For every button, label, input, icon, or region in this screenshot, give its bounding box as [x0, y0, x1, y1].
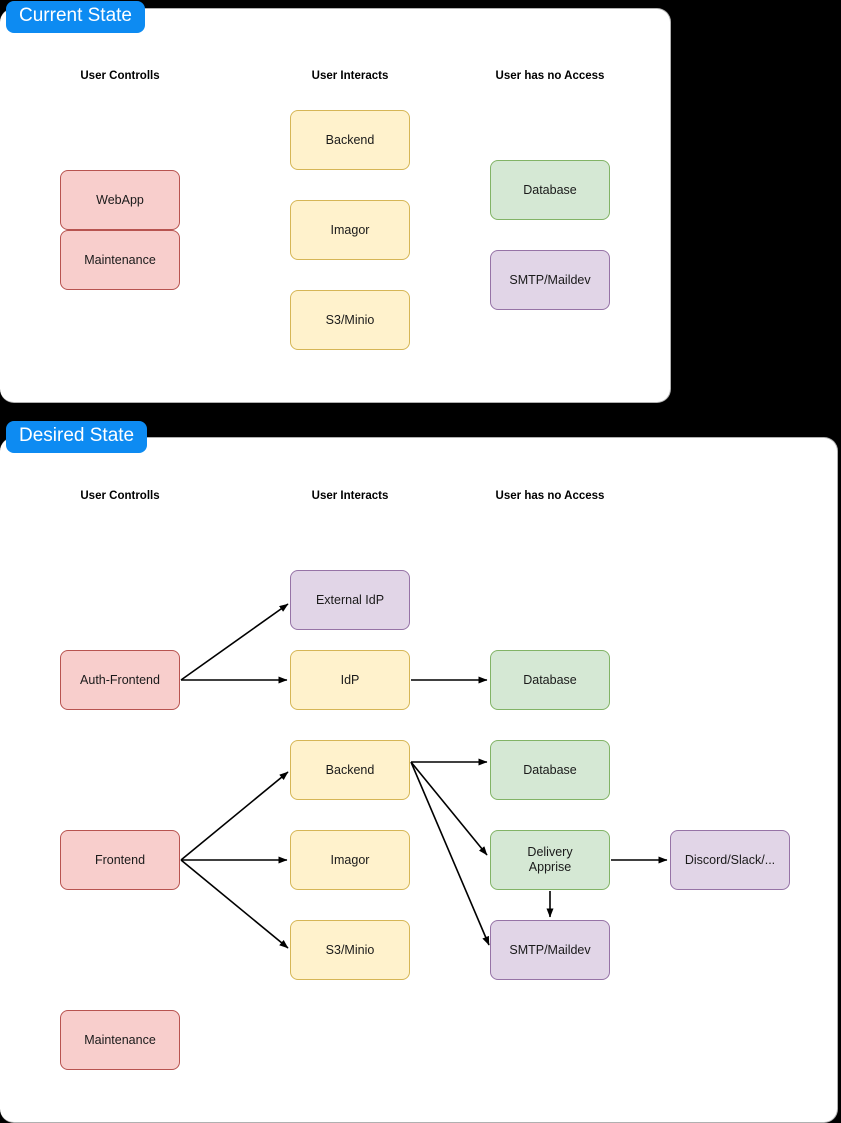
column-header-current-2: User has no Access	[495, 70, 605, 82]
column-header-current-0: User Controlls	[80, 70, 160, 82]
node-current-smtp-maildev[interactable]: SMTP/Maildev	[490, 250, 610, 310]
node-desired-frontend[interactable]: Frontend	[60, 830, 180, 890]
column-header-current-1: User Interacts	[311, 70, 389, 82]
node-current-webapp[interactable]: WebApp	[60, 170, 180, 230]
node-desired-backend[interactable]: Backend	[290, 740, 410, 800]
node-desired-maintenance[interactable]: Maintenance	[60, 1010, 180, 1070]
node-current-imagor[interactable]: Imagor	[290, 200, 410, 260]
node-desired-smtp-maildev[interactable]: SMTP/Maildev	[490, 920, 610, 980]
node-desired-database-backend[interactable]: Database	[490, 740, 610, 800]
node-current-s3-minio[interactable]: S3/Minio	[290, 290, 410, 350]
badge-desired-state[interactable]: Desired State	[6, 421, 148, 453]
node-desired-imagor[interactable]: Imagor	[290, 830, 410, 890]
node-desired-database-auth[interactable]: Database	[490, 650, 610, 710]
node-current-database[interactable]: Database	[490, 160, 610, 220]
node-desired-s3-minio[interactable]: S3/Minio	[290, 920, 410, 980]
column-header-desired-1: User Interacts	[311, 490, 389, 502]
node-current-maintenance[interactable]: Maintenance	[60, 230, 180, 290]
node-desired-external-idp[interactable]: External IdP	[290, 570, 410, 630]
column-header-desired-2: User has no Access	[495, 490, 605, 502]
node-desired-discord-slack[interactable]: Discord/Slack/...	[670, 830, 790, 890]
badge-current-state[interactable]: Current State	[6, 1, 145, 33]
node-desired-auth-frontend[interactable]: Auth-Frontend	[60, 650, 180, 710]
node-desired-idp[interactable]: IdP	[290, 650, 410, 710]
node-current-backend[interactable]: Backend	[290, 110, 410, 170]
column-header-desired-0: User Controlls	[80, 490, 160, 502]
